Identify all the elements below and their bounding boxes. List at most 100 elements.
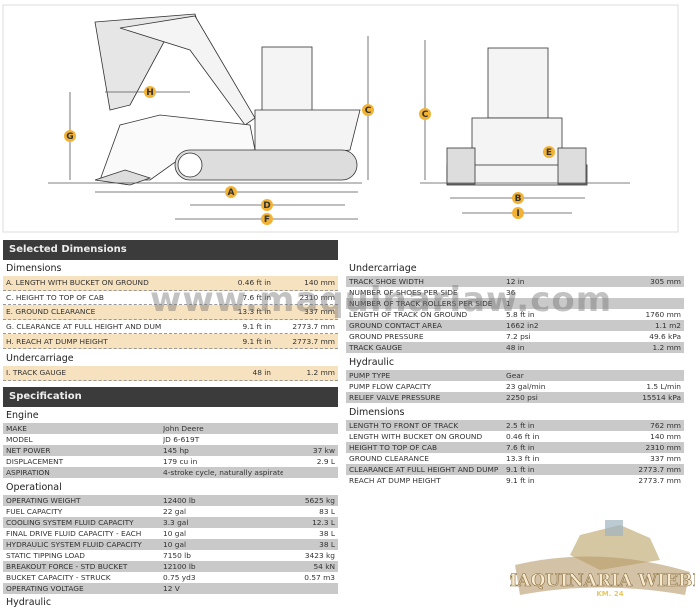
svg-text:A: A [228, 188, 235, 198]
label-c-front: C [419, 108, 431, 120]
svg-text:F: F [264, 215, 270, 225]
metric-value: 49.6 kPa [649, 332, 681, 341]
metric-value: 2773.7 mm [292, 336, 335, 346]
label: GROUND CONTACT AREA [349, 321, 442, 330]
imperial-value: 9.1 ft in [506, 465, 535, 474]
label: STATIC TIPPING LOAD [6, 551, 85, 560]
imperial-value: 48 in [252, 368, 272, 378]
imperial-value: 13.3 ft in [237, 307, 271, 317]
label: ASPIRATION [6, 468, 50, 477]
imperial-value: 9.1 ft in [242, 336, 271, 346]
imperial-value: 179 cu in [163, 457, 198, 466]
svg-text:E: E [546, 148, 552, 158]
imperial-value: 9.1 ft in [242, 322, 271, 332]
specification-header: Specification [3, 387, 338, 407]
label: NUMBER OF TRACK ROLLERS PER SIDE [349, 299, 493, 308]
imperial-value: 0.46 ft in [506, 432, 540, 441]
metric-value: 337 mm [650, 454, 681, 463]
operational-heading: Operational [6, 482, 62, 493]
label-h: H [144, 86, 156, 98]
dimensions-heading: Dimensions [6, 263, 62, 274]
metric-value: 38 L [319, 529, 335, 538]
imperial-value: 12 V [163, 584, 180, 593]
imperial-value: 7150 lb [163, 551, 191, 560]
metric-value: 1760 mm [645, 310, 681, 319]
label: COOLING SYSTEM FLUID CAPACITY [6, 518, 134, 527]
label-d: D [261, 199, 273, 211]
label: GROUND PRESSURE [349, 332, 424, 341]
metric-value: 38 L [319, 540, 335, 549]
label: FINAL DRIVE FLUID CAPACITY - EACH [6, 529, 142, 538]
imperial-value: 7.6 ft in [242, 292, 271, 302]
imperial-value: John Deere [163, 424, 204, 433]
label: TRACK SHOE WIDTH [349, 277, 424, 286]
label: RELIEF VALVE PRESSURE [349, 393, 441, 402]
imperial-value: 1 [506, 299, 511, 308]
svg-text:C: C [365, 106, 372, 116]
selected-dimensions-table: A. LENGTH WITH BUCKET ON GROUND 0.46 ft i… [3, 276, 338, 349]
svg-text:D: D [263, 201, 270, 211]
label: G. CLEARANCE AT FULL HEIGHT AND DUMP [6, 322, 161, 332]
table-row: A. LENGTH WITH BUCKET ON GROUND 0.46 ft i… [3, 276, 338, 291]
imperial-value: 1662 in2 [506, 321, 539, 330]
imperial-value: 9.1 ft in [506, 476, 535, 485]
label: BUCKET CAPACITY - STRUCK [6, 573, 111, 582]
imperial-value: 22 gal [163, 507, 187, 516]
metric-value: 1.2 mm [306, 368, 335, 378]
imperial-value: 12400 lb [163, 496, 196, 505]
svg-text:MAQUINARIA WIEBE: MAQUINARIA WIEBE [510, 571, 695, 591]
table-row: NUMBER OF TRACK ROLLERS PER SIDE 1 [346, 298, 684, 309]
metric-value: 337 mm [304, 307, 335, 317]
imperial-value: 3.3 gal [163, 518, 189, 527]
metric-value: 2773.7 mm [638, 476, 681, 485]
svg-text:I: I [516, 209, 519, 219]
svg-text:G: G [66, 132, 73, 142]
metric-value: 305 mm [650, 277, 681, 286]
label: MAKE [6, 424, 27, 433]
label: GROUND CLEARANCE [349, 454, 429, 463]
imperial-value: 48 in [506, 343, 525, 352]
table-row: OPERATING VOLTAGE 12 V [3, 583, 338, 594]
metric-value: 762 mm [650, 421, 681, 430]
label: PUMP TYPE [349, 371, 391, 380]
imperial-value: 10 gal [163, 540, 187, 549]
label: LENGTH OF TRACK ON GROUND [349, 310, 468, 319]
metric-value: 5625 kg [304, 496, 335, 505]
metric-value: 3423 kg [304, 551, 335, 560]
imperial-value: 0.46 ft in [237, 278, 271, 288]
label: OPERATING VOLTAGE [6, 584, 84, 593]
imperial-value: 2.5 ft in [506, 421, 535, 430]
label: NUMBER OF SHOES PER SIDE [349, 288, 458, 297]
metric-value: 54 kN [313, 562, 335, 571]
imperial-value: 145 hp [163, 446, 189, 455]
metric-value: 2.9 L [316, 457, 335, 466]
metric-value: 2773.7 mm [292, 322, 335, 332]
label-i: I [512, 207, 524, 219]
metric-value: 1.2 mm [652, 343, 681, 352]
imperial-value: 5.8 ft in [506, 310, 535, 319]
metric-value: 2310 mm [299, 292, 335, 302]
table-row: STATIC TIPPING LOAD 7150 lb 3423 kg [3, 550, 338, 561]
right-hydraulic-heading: Hydraulic [349, 357, 395, 368]
label: A. LENGTH WITH BUCKET ON GROUND [6, 278, 149, 288]
